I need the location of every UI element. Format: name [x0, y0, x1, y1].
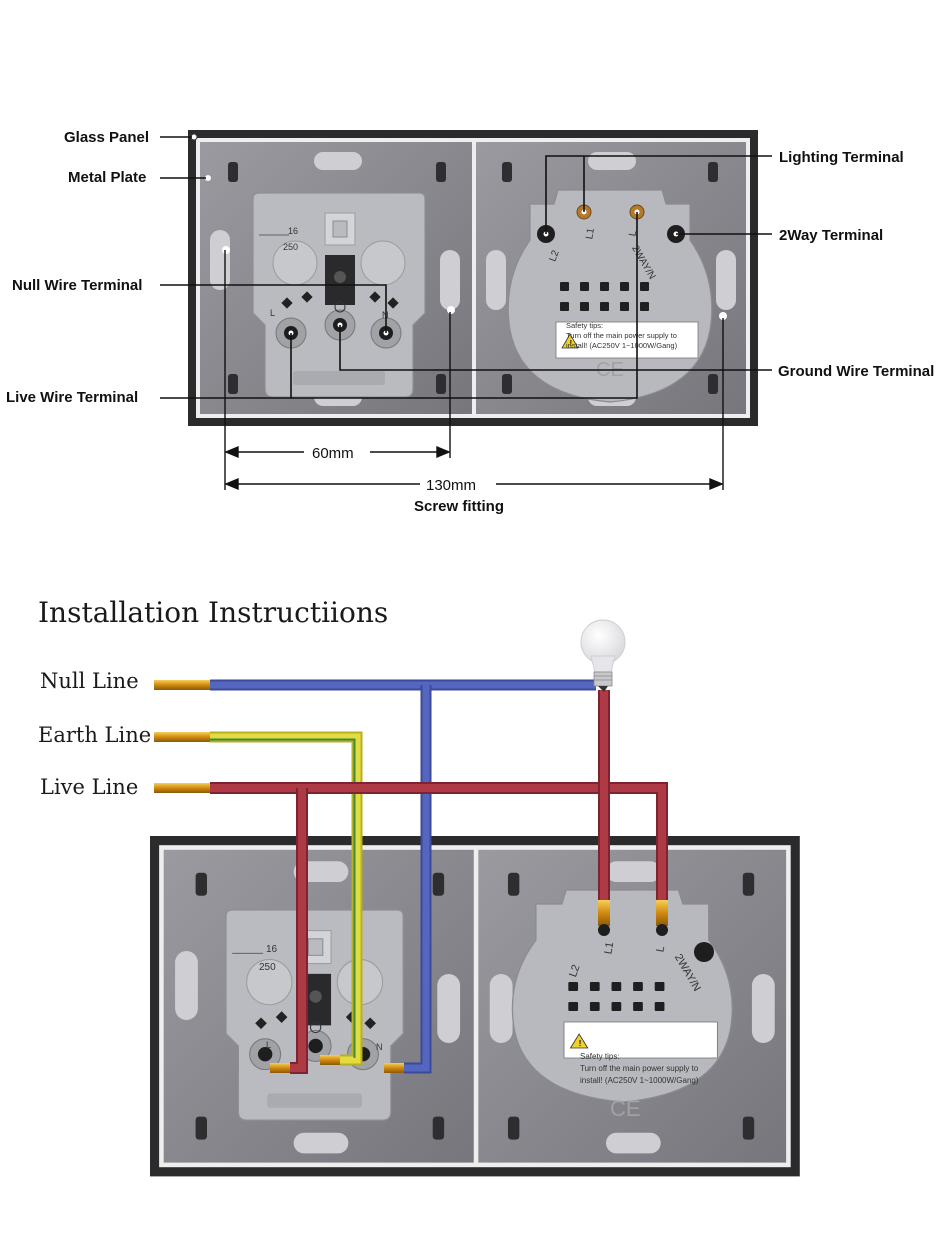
top-switch-label-l1: L1: [584, 227, 597, 240]
null-line-label: Null Line: [40, 669, 139, 693]
socket-live-copper: [270, 1063, 290, 1073]
metal-plate-pointer-dot: [205, 175, 211, 181]
bottom-socket-rating-16: 16: [266, 944, 278, 955]
metal-plate-label: Metal Plate: [68, 169, 146, 186]
top-socket-rating-250: 250: [283, 242, 298, 252]
leader-lines: [160, 136, 772, 399]
bottom-switch-safety-title: Safety tips:: [580, 1052, 620, 1061]
dimension-lines: [224, 250, 724, 491]
two-way-terminal-label: 2Way Terminal: [779, 227, 883, 244]
switch-l-copper: [656, 900, 668, 926]
middle-screw-hole: [447, 306, 455, 314]
installation-title: Installation Instructiions: [38, 596, 388, 629]
bottom-plate-assembly: [150, 836, 800, 1177]
bottom-switch-terminal-2way: [694, 942, 714, 962]
live-wire-terminal-label: Live Wire Terminal: [6, 389, 138, 406]
bottom-switch-label-l2: L2: [567, 963, 582, 979]
lighting-terminal-label: Lighting Terminal: [779, 149, 904, 166]
right-screw-hole: [719, 312, 727, 320]
bottom-switch-safety-line2: install! (AC250V 1~1000W/Gang): [580, 1076, 699, 1085]
switch-l1-copper: [598, 900, 610, 926]
socket-earth-copper: [320, 1055, 340, 1065]
bottom-switch-ce-mark: CE: [610, 1096, 641, 1121]
bottom-socket-label-l: L: [266, 1040, 271, 1050]
top-switch-safety-line1: Turn off the main power supply to: [566, 331, 677, 340]
live-line-label: Live Line: [40, 775, 138, 799]
wire-copper-ends: [154, 680, 210, 793]
top-switch-label-l: L: [627, 229, 639, 237]
bottom-socket-label-n: N: [376, 1042, 383, 1052]
null-wire-terminal-label: Null Wire Terminal: [12, 277, 142, 294]
bottom-switch-safety-line1: Turn off the main power supply to: [580, 1064, 699, 1073]
screw-fitting-caption: Screw fitting: [414, 498, 504, 515]
dimension-60mm: 60mm: [312, 445, 354, 462]
bottom-socket-rating-250: 250: [259, 962, 276, 973]
top-plate-assembly: [188, 130, 758, 426]
top-socket-label-l: L: [270, 308, 275, 318]
top-switch-label-l2: L2: [548, 248, 562, 263]
top-switch-safety-line2: install! (AC250V 1~1000W/Gang): [566, 341, 678, 350]
light-bulb-icon: [580, 619, 626, 692]
bottom-switch-label-l1: L1: [602, 941, 616, 955]
bottom-switch-label-l: L: [654, 945, 667, 953]
top-socket-rating-16: 16: [288, 226, 298, 236]
ground-wire-terminal-label: Ground Wire Terminal: [778, 363, 934, 380]
dimension-130mm: 130mm: [426, 477, 476, 494]
top-switch-safety-title: Safety tips:: [566, 321, 603, 330]
glass-panel-label: Glass Panel: [64, 129, 149, 146]
wires: [210, 679, 668, 1074]
left-screw-hole: [222, 246, 230, 254]
earth-line-label: Earth Line: [38, 723, 151, 747]
socket-null-copper: [384, 1063, 404, 1073]
